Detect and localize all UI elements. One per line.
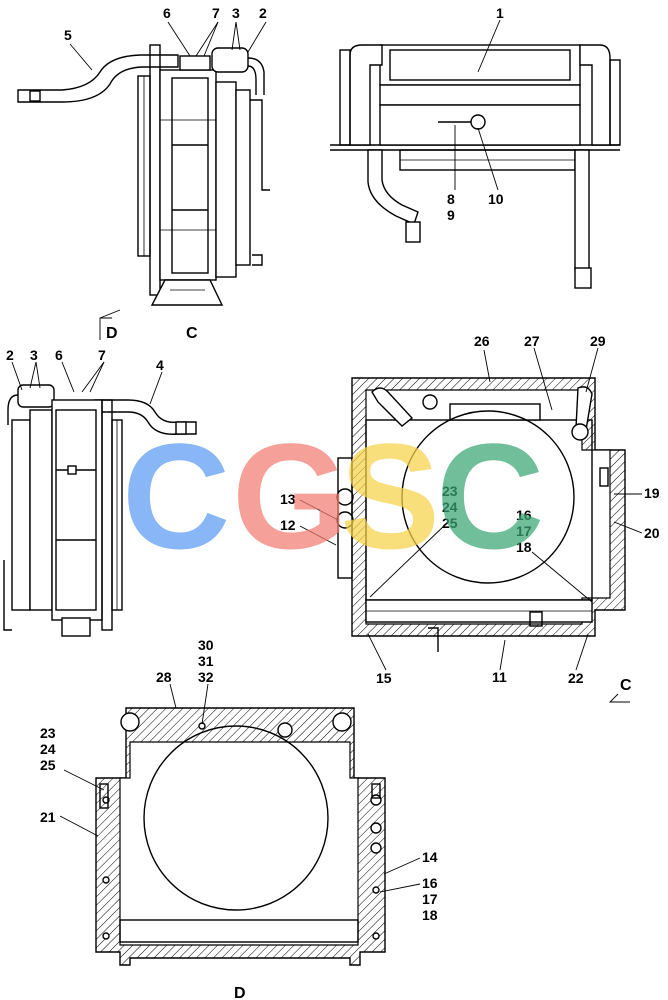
view-d-label: D — [234, 985, 246, 1000]
callout-1: 1 — [496, 5, 504, 21]
side-view-middle-left — [3, 384, 197, 637]
callout-24b: 24 — [40, 741, 56, 757]
callout-18: 18 — [516, 539, 532, 555]
view-c-label: C — [186, 325, 198, 342]
callout-6b: 6 — [55, 347, 63, 363]
view-markers — [99, 309, 630, 703]
callout-26: 26 — [474, 333, 490, 349]
callout-17: 17 — [516, 523, 532, 539]
callout-15: 15 — [376, 670, 392, 686]
callout-13: 13 — [280, 491, 296, 507]
callout-3: 3 — [232, 5, 240, 21]
side-view-top-left — [17, 44, 270, 306]
callout-29: 29 — [590, 333, 606, 349]
callout-32: 32 — [198, 669, 214, 685]
callout-18b: 18 — [422, 907, 438, 923]
callout-19: 19 — [644, 485, 660, 501]
callout-20: 20 — [644, 525, 660, 541]
callout-4: 4 — [156, 357, 164, 373]
callout-22: 22 — [568, 670, 584, 686]
callout-14: 14 — [422, 849, 438, 865]
view-d-arrow-label: D — [106, 325, 118, 342]
view-d-bottom — [95, 707, 386, 966]
callout-17b: 17 — [422, 891, 438, 907]
callout-12: 12 — [280, 517, 296, 533]
watermark: C G S C — [122, 412, 544, 580]
callout-10: 10 — [488, 191, 504, 207]
plan-view-top-right — [330, 44, 621, 289]
callout-7: 7 — [212, 5, 220, 21]
callout-5: 5 — [64, 27, 72, 43]
leader-lines — [11, 19, 643, 893]
callout-11: 11 — [492, 669, 507, 685]
callout-30: 30 — [198, 637, 214, 653]
callout-9: 9 — [447, 207, 455, 223]
callout-7b: 7 — [98, 347, 106, 363]
callout-23: 23 — [442, 483, 458, 499]
callout-25: 25 — [442, 515, 458, 531]
section-view-middle-right — [336, 377, 626, 652]
callout-23b: 23 — [40, 725, 56, 741]
callout-labels: 1 2 3 7 6 5 8 9 10 D C 2 3 6 7 4 26 27 2… — [6, 5, 660, 1000]
watermark-letter-4: C — [436, 412, 544, 580]
callout-31: 31 — [198, 653, 214, 669]
callout-8: 8 — [447, 191, 455, 207]
callout-3b: 3 — [30, 347, 38, 363]
callout-2b: 2 — [6, 347, 14, 363]
callout-6: 6 — [163, 5, 171, 21]
callout-25b: 25 — [40, 757, 56, 773]
view-c-arrow-label: C — [620, 677, 632, 694]
callout-24: 24 — [442, 499, 458, 515]
callout-2: 2 — [259, 5, 267, 21]
callout-21: 21 — [40, 809, 56, 825]
watermark-letter-3: S — [340, 412, 440, 580]
callout-16b: 16 — [422, 875, 438, 891]
callout-28: 28 — [156, 669, 172, 685]
callout-27: 27 — [524, 333, 540, 349]
watermark-letter-1: C — [122, 412, 230, 580]
callout-16: 16 — [516, 507, 532, 523]
watermark-letter-2: G — [232, 412, 349, 580]
